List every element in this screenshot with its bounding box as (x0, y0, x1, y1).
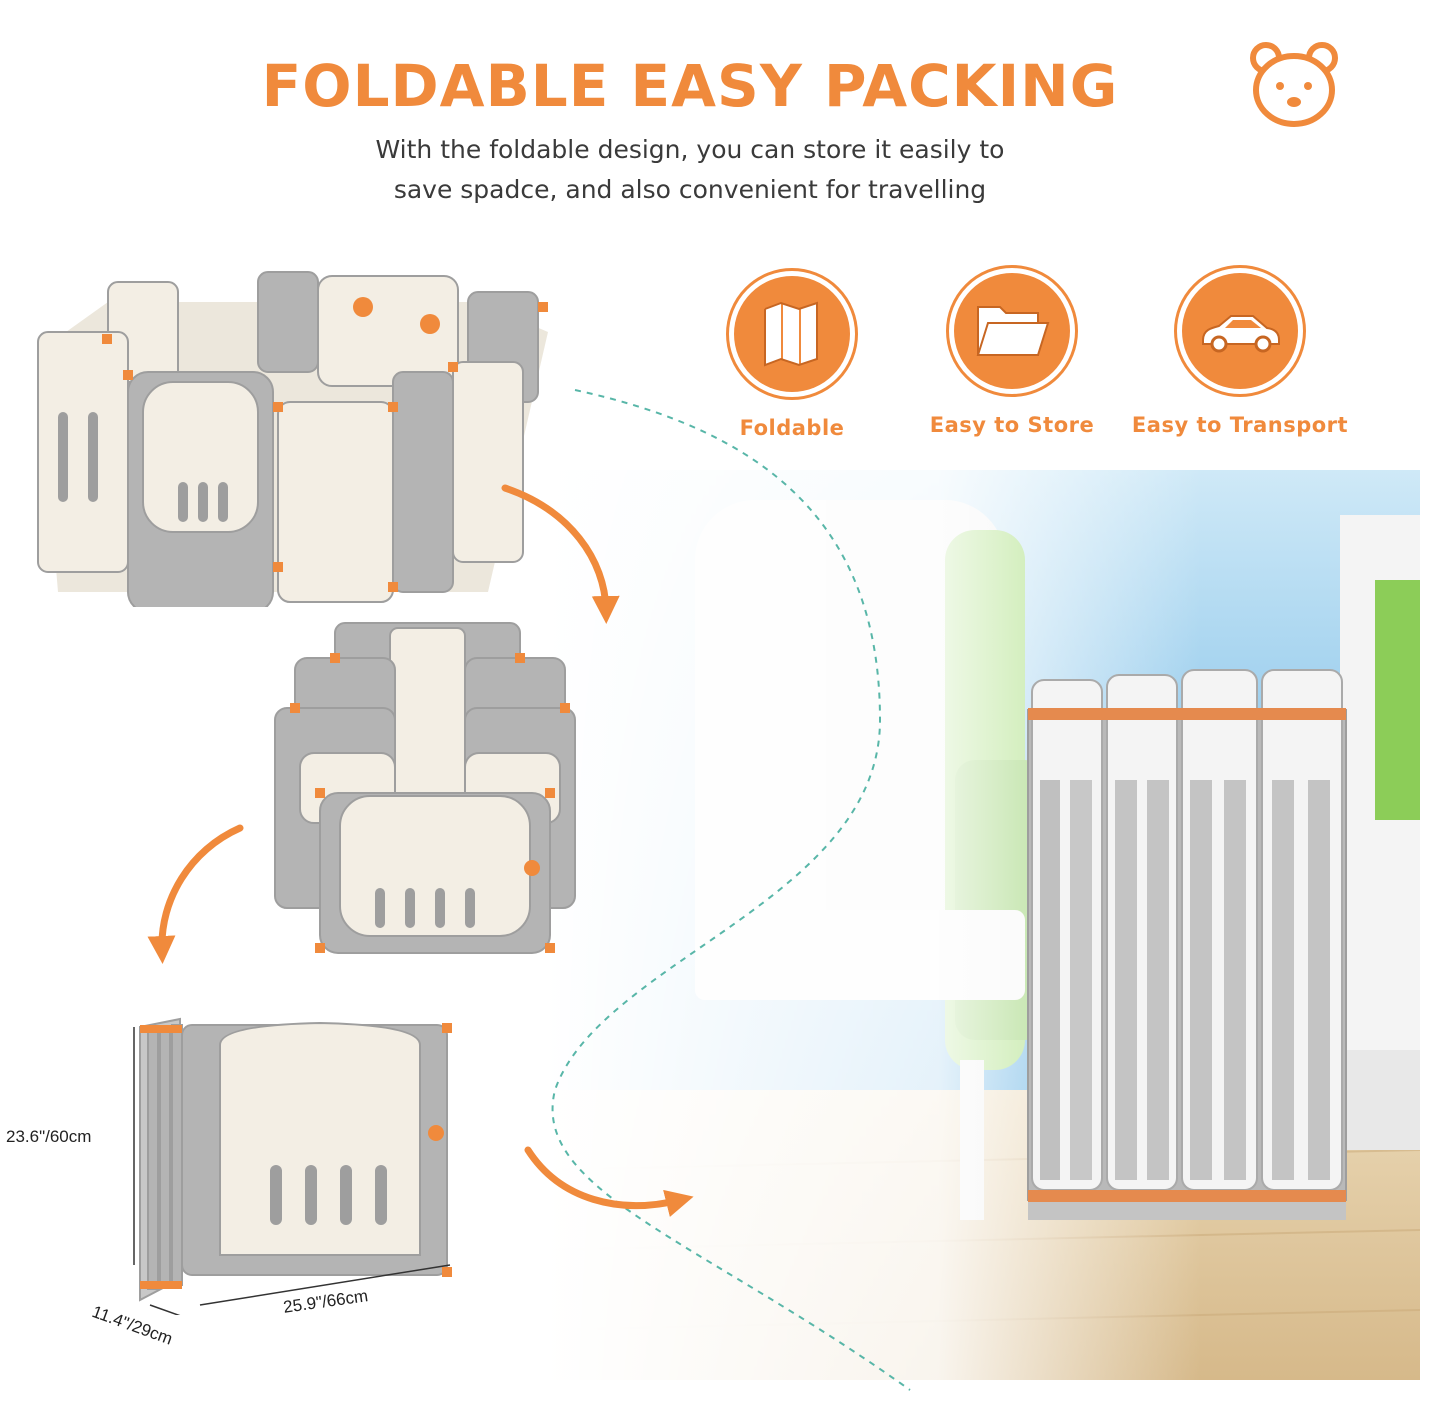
playpen-folded-image (133, 1017, 452, 1315)
feature-label-easy-to-transport: Easy to Transport (1131, 413, 1349, 437)
arrow-step-1 (501, 484, 620, 624)
feature-label-easy-to-store: Easy to Store (929, 413, 1095, 437)
folder-icon (976, 306, 1050, 356)
arrow-step-2 (147, 824, 244, 964)
subtitle-line-1: With the foldable design, you can store … (375, 135, 1005, 164)
feature-foldable: Foldable (712, 268, 872, 440)
page-title: FOLDABLE EASY PACKING (261, 52, 1119, 120)
page-subtitle: With the foldable design, you can store … (0, 130, 1380, 210)
folded-map-icon (764, 301, 818, 367)
feature-easy-to-transport: Easy to Transport (1130, 265, 1350, 437)
bear-logo-icon (1250, 42, 1338, 127)
feature-ring (1174, 265, 1306, 397)
car-icon (1202, 315, 1280, 353)
subtitle-line-2: save spadce, and also convenient for tra… (393, 175, 987, 204)
playpen-stacked-panels-image (1027, 669, 1347, 1220)
feature-label-foldable: Foldable (739, 416, 845, 440)
playpen-open-image (37, 271, 548, 607)
nursery-scene-illustration (545, 470, 1420, 1380)
dimension-height: 23.6"/60cm (6, 1127, 92, 1146)
feature-ring (946, 265, 1078, 397)
playpen-half-folded-image (274, 622, 576, 954)
feature-easy-to-store: Easy to Store (922, 265, 1102, 437)
feature-ring (726, 268, 858, 400)
arrow-step-3 (524, 1146, 694, 1217)
